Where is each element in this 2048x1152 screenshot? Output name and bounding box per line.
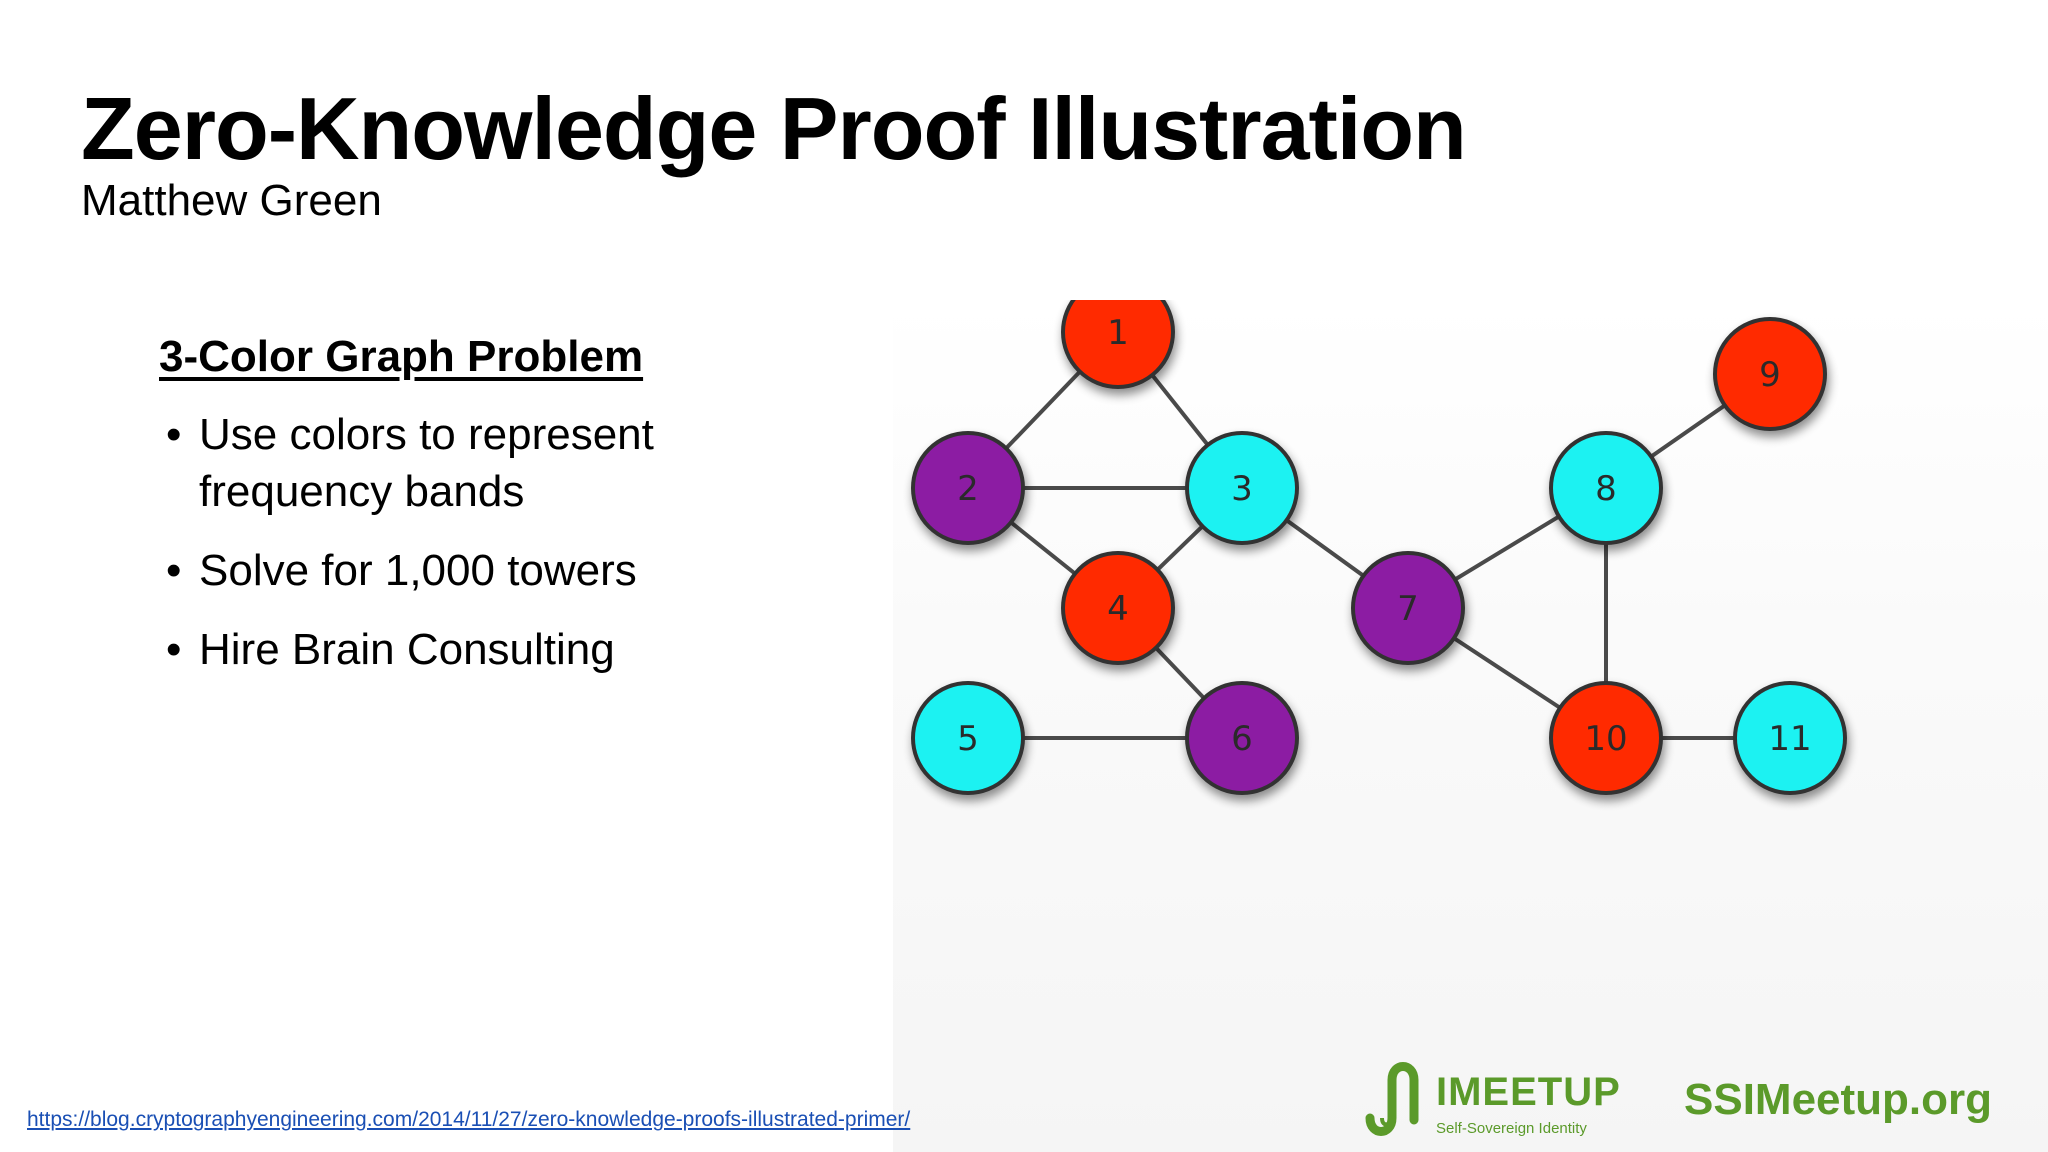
graph-node-circle — [911, 681, 1025, 795]
graph-node-9: 9 — [1713, 317, 1827, 431]
bullet-dot-icon: • — [166, 625, 182, 674]
graph-node-label: 10 — [1584, 719, 1627, 759]
bullet-item: • Hire Brain Consulting — [166, 621, 806, 678]
bullet-text: Use colors to represent — [199, 410, 654, 459]
graph-node-label: 4 — [1107, 589, 1129, 629]
graph-node-4: 4 — [1061, 551, 1175, 665]
graph-nodes: 1 2 3 4 5 6 7 8 9 10 11 — [911, 300, 1847, 795]
graph-node-circle — [1061, 300, 1175, 389]
graph-node-label: 9 — [1759, 355, 1781, 395]
graph-node-11: 11 — [1733, 681, 1847, 795]
bullet-text: Solve for 1,000 towers — [199, 546, 637, 595]
graph-node-circle — [1185, 681, 1299, 795]
graph-node-circle — [1061, 551, 1175, 665]
graph-node-8: 8 — [1549, 431, 1663, 545]
graph-coloring-diagram: 1 2 3 4 5 6 7 8 9 10 11 — [911, 300, 1847, 795]
bullet-item: • Solve for 1,000 towers — [166, 542, 806, 599]
site-name: SSIMeetup.org — [1684, 1075, 1993, 1124]
ssi-meetup-logo: IMEETUP Self-Sovereign Identity — [1362, 1048, 1622, 1144]
graph-node-circle — [1549, 681, 1663, 795]
graph-node-label: 8 — [1595, 469, 1617, 509]
bullet-dot-icon: • — [166, 410, 182, 459]
graph-node-3: 3 — [1185, 431, 1299, 545]
section-heading: 3-Color Graph Problem — [159, 332, 644, 381]
graph-node-circle — [1351, 551, 1465, 665]
bullet-text-continued: frequency bands — [199, 467, 525, 516]
logo-wordmark: IMEETUP — [1436, 1070, 1621, 1114]
bullet-dot-icon: • — [166, 546, 182, 595]
bullet-list: • Use colors to represent frequency band… — [166, 406, 806, 700]
graph-node-2: 2 — [911, 431, 1025, 545]
graph-node-5: 5 — [911, 681, 1025, 795]
slide-subtitle: Matthew Green — [81, 176, 382, 225]
graph-node-6: 6 — [1185, 681, 1299, 795]
graph-diagram-panel: 1 2 3 4 5 6 7 8 9 10 11 — [893, 300, 2048, 1152]
graph-node-circle — [1713, 317, 1827, 431]
graph-node-circle — [911, 431, 1025, 545]
graph-node-label: 11 — [1768, 719, 1811, 759]
graph-node-label: 6 — [1231, 719, 1253, 759]
source-link[interactable]: https://blog.cryptographyengineering.com… — [27, 1108, 911, 1131]
graph-node-circle — [1549, 431, 1663, 545]
graph-edges — [966, 330, 1790, 740]
graph-node-circle — [1733, 681, 1847, 795]
graph-node-label: 3 — [1231, 469, 1253, 509]
graph-node-circle — [1185, 431, 1299, 545]
logo-tagline: Self-Sovereign Identity — [1436, 1120, 1587, 1137]
graph-node-10: 10 — [1549, 681, 1663, 795]
graph-node-label: 5 — [957, 719, 979, 759]
graph-node-7: 7 — [1351, 551, 1465, 665]
graph-node-1: 1 — [1061, 300, 1175, 389]
bullet-text: Hire Brain Consulting — [199, 625, 615, 674]
slide-title: Zero-Knowledge Proof Illustration — [81, 79, 1467, 178]
ssi-logo-s-icon — [1365, 1062, 1419, 1136]
bullet-item: • Use colors to represent frequency band… — [166, 406, 806, 520]
graph-node-label: 7 — [1397, 589, 1419, 629]
graph-node-label: 2 — [957, 469, 979, 509]
graph-node-label: 1 — [1107, 313, 1129, 353]
